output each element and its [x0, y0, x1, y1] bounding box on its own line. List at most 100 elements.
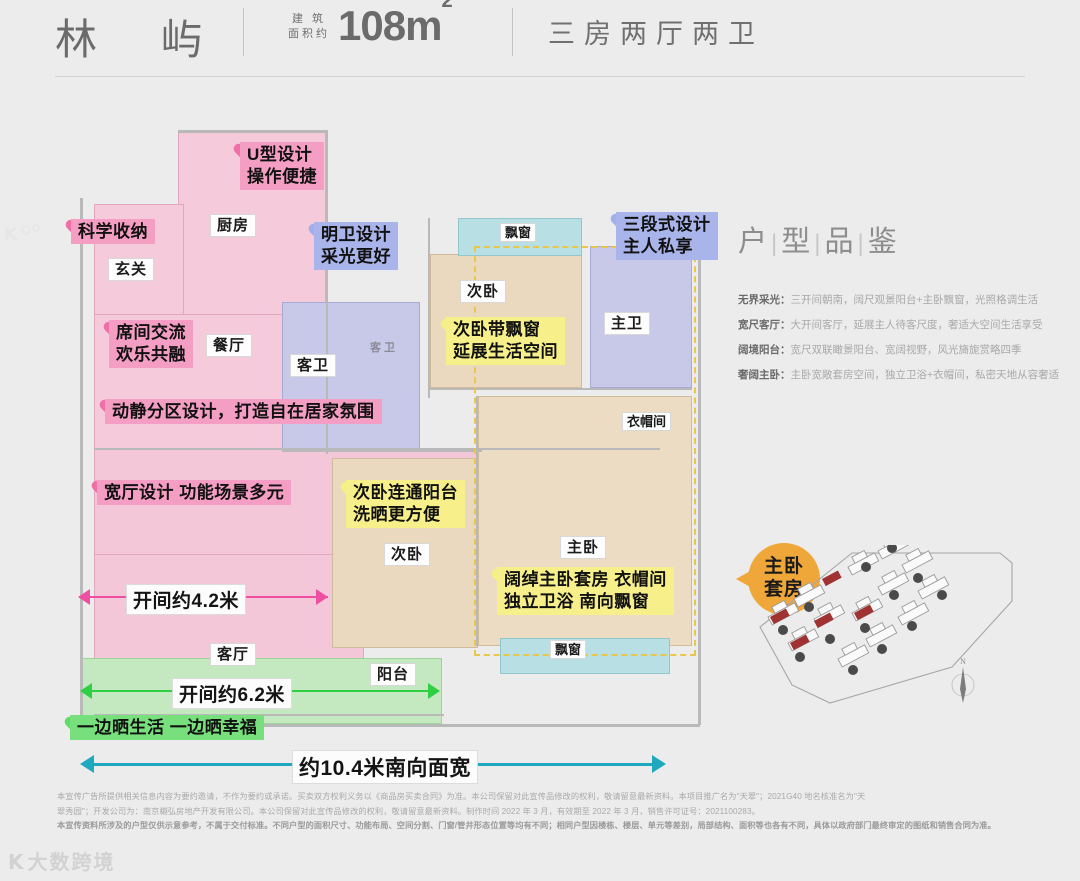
callout-line1: 阔绰主卧套房 衣帽间 — [504, 570, 667, 589]
room-label-master-bath: 主卫 — [604, 312, 651, 335]
site-plan — [752, 533, 1072, 725]
callout-line1: U型设计 — [247, 145, 313, 164]
info-term: 阔境阳台： — [738, 344, 791, 356]
floor-plan: 厨房 玄关 餐厅 客卫 客 卫 客厅 次卧 次卧 主卫 衣帽间 主卧 阳台 飘窗… — [60, 118, 820, 793]
room-label-bay-south: 飘窗 — [550, 640, 587, 659]
info-term: 奢阔主卧： — [738, 369, 791, 381]
area-exponent: 2 — [441, 0, 452, 12]
dimension-arrow-left — [80, 683, 92, 699]
wall-outer-left — [80, 198, 83, 728]
info-title-char-2: 品 — [824, 226, 855, 258]
watermark-logo-mark: K — [8, 850, 23, 874]
room-label-master: 主卧 — [560, 536, 607, 559]
room-label-balcony: 阳台 — [370, 663, 417, 686]
info-term: 无界采光： — [738, 294, 791, 306]
dimension-arrow-right — [652, 755, 666, 773]
svg-text:K: K — [4, 225, 18, 245]
info-desc: 主卧宽敞套房空间，独立卫浴+衣帽间，私密天地从容奢适 — [790, 369, 1060, 381]
site-plan-svg — [759, 533, 1013, 704]
info-title-sep-1: | — [814, 230, 822, 257]
room-label-walkin: 衣帽间 — [622, 412, 672, 431]
disclaimer-line-3: 本宣传资料所涉及的户型仅供示意参考，不属于交付标准。不同户型的面积尺寸、功能布局… — [57, 821, 996, 830]
wall-inner-v3 — [476, 396, 478, 646]
dimension-arrow-right — [316, 589, 328, 605]
info-row: 阔境阳台：宽尺双联瞰景阳台、宽阔视野，风光旖旎赏略四季 — [738, 338, 1068, 363]
badge-line1: 主卧 — [763, 556, 804, 577]
info-panel-title: 户|型|品|鉴 — [738, 218, 898, 260]
wall-outer-top — [178, 130, 328, 133]
callout-line1: 次卧连通阳台 — [353, 483, 458, 502]
callout-line1: 宽厅设计 功能场景多元 — [104, 483, 285, 502]
callout-line2: 欢乐共融 — [116, 345, 186, 364]
dimension-arrow-left — [80, 755, 94, 773]
area-number: 108 — [338, 2, 406, 49]
callout-zoning: 动静分区设计，打造自在居家氛围 — [105, 399, 382, 424]
building-blocks — [767, 533, 950, 668]
info-title-char-1: 型 — [781, 226, 812, 258]
dimension-arrow-right — [428, 683, 440, 699]
callout-storage: 科学收纳 — [71, 219, 155, 244]
info-row: 无界采光：三开间朝南，阔尺观景阳台+主卧飘窗，光照格调生活 — [738, 288, 1068, 313]
info-title-char-3: 鉴 — [867, 226, 898, 258]
room-label-kitchen: 厨房 — [210, 214, 257, 237]
area-unit: m — [405, 2, 442, 49]
wall-inner-h1 — [94, 448, 660, 450]
dimension-label-living: 开间约4.2米 — [126, 584, 246, 615]
callout-dining-share: 席间交流 欢乐共融 — [109, 320, 193, 368]
project-name: 林 屿 — [55, 16, 229, 63]
room-label-bedroom2-south: 次卧 — [384, 543, 431, 566]
callout-line1: 一边晒生活 一边晒幸福 — [77, 718, 258, 737]
callout-line2: 主人私享 — [623, 237, 693, 256]
wall-inner-h2 — [282, 450, 482, 452]
callout-bedroom2-bay: 次卧带飘窗 延展生活空间 — [446, 317, 565, 365]
room-label-bay-north: 飘窗 — [500, 223, 537, 242]
dimension-label-frontage: 约10.4米南向面宽 — [292, 750, 478, 784]
disclaimer-line-1: 本宣传广告所提供相关信息内容为要约邀请，不作为要约或承诺。买卖双方权利义务以《商… — [57, 792, 866, 801]
info-term: 宽尺客厅： — [738, 319, 791, 331]
callout-line2: 延展生活空间 — [453, 342, 558, 361]
area-label: 建 筑 面积约 — [283, 12, 335, 42]
callout-line1: 次卧带飘窗 — [453, 320, 541, 339]
callout-line1: 三段式设计 — [623, 215, 711, 234]
room-label-guest-bath: 客卫 — [290, 354, 337, 377]
callout-line1: 席间交流 — [116, 323, 186, 342]
disclaimer-block: 本宣传广告所提供相关信息内容为要约邀请，不作为要约或承诺。买卖双方权利义务以《商… — [57, 790, 1025, 834]
callout-line2: 操作便捷 — [247, 167, 317, 186]
info-row: 奢阔主卧：主卧宽敞套房空间，独立卫浴+衣帽间，私密天地从容奢适 — [738, 363, 1068, 388]
callout-wide-living: 宽厅设计 功能场景多元 — [97, 480, 292, 505]
badge-line2: 套房 — [763, 579, 804, 600]
wall-inner-h4 — [430, 388, 692, 390]
wall-inner-h3 — [94, 714, 444, 716]
callout-sunshine: 一边晒生活 一边晒幸福 — [70, 715, 265, 740]
wall-inner-v2 — [428, 218, 430, 398]
watermark-text: 大数跨境 — [27, 852, 116, 874]
info-desc: 大开间客厅，延展主人待客尺度，奢适大空间生活享受 — [790, 319, 1043, 331]
header-divider-1 — [243, 8, 244, 56]
info-row: 宽尺客厅：大开间客厅，延展主人待客尺度，奢适大空间生活享受 — [738, 313, 1068, 338]
area-label-line1: 建 筑 — [291, 13, 327, 25]
room-label-living: 客厅 — [210, 643, 257, 666]
room-label-dining: 餐厅 — [206, 334, 253, 357]
site-boundary — [759, 552, 1013, 704]
info-desc: 三开间朝南，阔尺观景阳台+主卧飘窗，光照格调生活 — [790, 294, 1039, 306]
info-desc: 宽尺双联瞰景阳台、宽阔视野，风光旖旎赏略四季 — [790, 344, 1022, 356]
callout-line2: 洗晒更方便 — [353, 505, 441, 524]
highlighted-blocks — [770, 570, 874, 651]
callout-three-section: 三段式设计 主人私享 — [616, 212, 718, 260]
compass-icon: N — [945, 655, 981, 707]
room-label-guest-bath-inner: 客 卫 — [370, 342, 396, 354]
wall-outer-right — [698, 213, 701, 725]
callout-master-suite: 阔绰主卧套房 衣帽间 独立卫浴 南向飘窗 — [497, 567, 674, 615]
disclaimer-line-2: 翠秀园"；开发公司为：南京樾弘房地产开发有限公司。本公司保留对此宣传品修改的权利… — [57, 806, 760, 816]
room-label-bedroom2-north: 次卧 — [460, 280, 507, 303]
info-title-sep-0: | — [771, 230, 779, 257]
info-feature-list: 无界采光：三开间朝南，阔尺观景阳台+主卧飘窗，光照格调生活 宽尺客厅：大开间客厅… — [738, 288, 1068, 388]
callout-line2: 采光更好 — [321, 247, 391, 266]
info-title-sep-2: | — [857, 230, 865, 257]
page-header: 林 屿 建 筑 面积约 108m2 三房两厅两卫 — [0, 0, 1080, 82]
wall-outer-bottom — [80, 724, 700, 727]
block-number-markers — [778, 543, 947, 675]
callout-bedroom2-balcony: 次卧连通阳台 洗晒更方便 — [346, 480, 465, 528]
callout-bright-bath: 明卫设计 采光更好 — [314, 222, 398, 270]
